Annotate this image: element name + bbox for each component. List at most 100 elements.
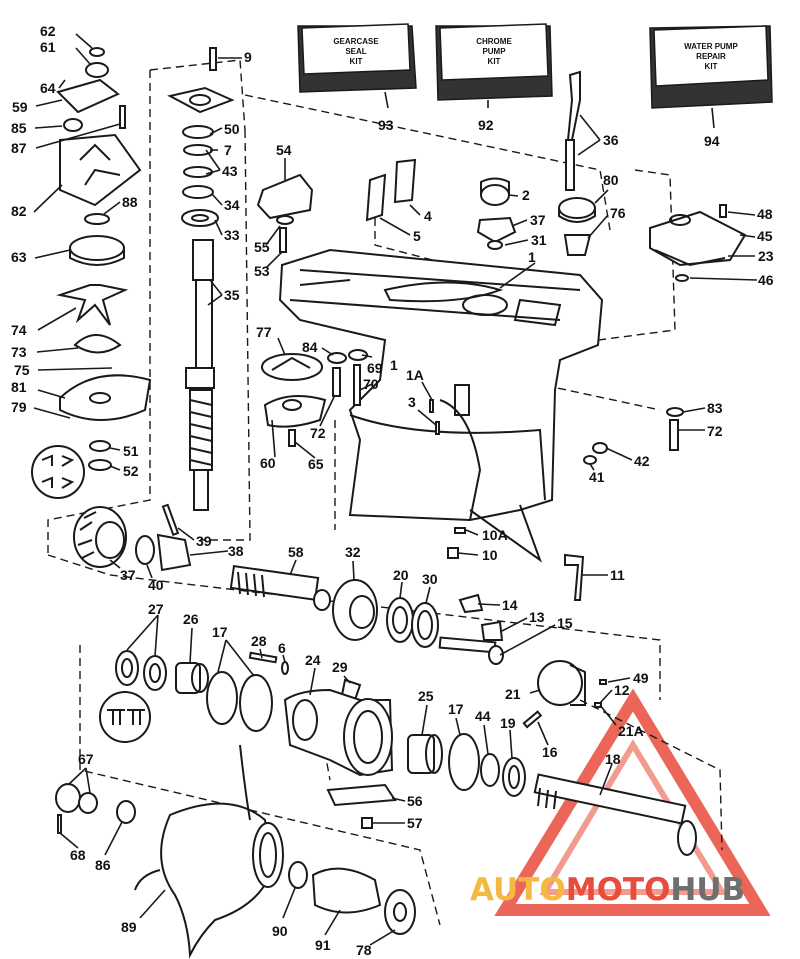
callout-68: 68 — [70, 847, 86, 863]
callout-35: 35 — [224, 287, 240, 303]
callout-10a: 10A — [482, 527, 508, 543]
callout-24: 24 — [305, 652, 321, 668]
callout-92: 92 — [478, 117, 494, 133]
gearcase-housing — [278, 248, 604, 563]
callout-10: 10 — [482, 547, 498, 563]
callout-85: 85 — [11, 120, 27, 136]
callout-21a: 21A — [618, 723, 644, 739]
kit-label-line: PUMP — [482, 47, 506, 56]
callout-77: 77 — [256, 324, 272, 340]
shift-plate-parts — [261, 349, 368, 447]
callout-48: 48 — [757, 206, 773, 222]
water-pump-parts — [56, 47, 152, 471]
callout-9: 9 — [244, 49, 252, 65]
callout-37: 37 — [120, 567, 136, 583]
kit-label-line: SEAL — [345, 47, 366, 56]
callout-39: 39 — [196, 533, 212, 549]
callout-49: 49 — [633, 670, 649, 686]
callout-62: 62 — [40, 23, 56, 39]
callout-72: 72 — [707, 423, 723, 439]
callout-41: 41 — [589, 469, 605, 485]
bearing-carrier-24 — [283, 688, 394, 777]
callout-84: 84 — [302, 339, 318, 355]
callout-46: 46 — [758, 272, 774, 288]
callout-21: 21 — [505, 686, 521, 702]
callout-89: 89 — [121, 919, 137, 935]
callout-80: 80 — [603, 172, 619, 188]
callout-1a: 1A — [406, 367, 424, 383]
callout-33: 33 — [224, 227, 240, 243]
callout-2: 2 — [522, 187, 530, 203]
callout-50: 50 — [224, 121, 240, 137]
kit-box-water-pump-repair: WATER PUMP REPAIR KIT — [649, 25, 773, 109]
callout-55: 55 — [254, 239, 270, 255]
callout-73: 73 — [11, 344, 27, 360]
clutch-parts — [438, 593, 607, 729]
pinion-gear-32 — [332, 579, 439, 648]
callout-23: 23 — [758, 248, 774, 264]
callout-16: 16 — [542, 744, 558, 760]
callout-64: 64 — [40, 80, 56, 96]
kit-label-line: KIT — [488, 57, 501, 66]
callout-51: 51 — [123, 443, 139, 459]
callout-15: 15 — [557, 615, 573, 631]
callout-53: 53 — [254, 263, 270, 279]
callout-60: 60 — [260, 455, 276, 471]
kit-label-line: GEARCASE — [333, 37, 379, 46]
callout-17: 17 — [448, 701, 464, 717]
callout-56: 56 — [407, 793, 423, 809]
callout-17: 17 — [212, 624, 228, 640]
callout-13: 13 — [529, 609, 545, 625]
callout-37: 37 — [530, 212, 546, 228]
callout-28: 28 — [251, 633, 267, 649]
watermark-part: AUTO — [470, 872, 566, 908]
callout-83: 83 — [707, 400, 723, 416]
callout-38: 38 — [228, 543, 244, 559]
callout-86: 86 — [95, 857, 111, 873]
callout-32: 32 — [345, 544, 361, 560]
callout-70: 70 — [363, 376, 379, 392]
callout-26: 26 — [183, 611, 199, 627]
callout-6: 6 — [278, 640, 286, 656]
kit-box-gearcase-seal: GEARCASE SEAL KIT — [297, 23, 417, 93]
propeller-shaft-18 — [533, 773, 697, 856]
kit-label-line: CHROME — [476, 37, 512, 46]
seal-detail-inset — [31, 445, 85, 499]
leader-lines — [33, 33, 758, 946]
callout-19: 19 — [500, 715, 516, 731]
kit-label-line: KIT — [350, 57, 363, 66]
callout-42: 42 — [634, 453, 650, 469]
seal-detail-inset-27 — [99, 691, 151, 743]
callout-65: 65 — [308, 456, 324, 472]
callout-34: 34 — [224, 197, 240, 213]
callout-40: 40 — [148, 577, 164, 593]
callout-1: 1 — [390, 357, 398, 373]
callout-76: 76 — [610, 205, 626, 221]
callout-11: 11 — [610, 567, 625, 583]
callout-58: 58 — [288, 544, 304, 560]
carrier-lower-parts — [326, 733, 526, 829]
shaft-washers — [181, 125, 219, 227]
callout-94: 94 — [704, 133, 720, 149]
watermark-part: MOTO — [565, 872, 671, 908]
kit-label-line: WATER PUMP — [684, 42, 738, 51]
callout-43: 43 — [222, 163, 238, 179]
callout-30: 30 — [422, 571, 438, 587]
callout-52: 52 — [123, 463, 139, 479]
kit-box-chrome-pump: CHROME PUMP KIT — [435, 23, 553, 101]
upper-right-parts — [256, 70, 747, 282]
callout-27: 27 — [148, 601, 164, 617]
callout-91: 91 — [315, 937, 331, 953]
callout-labels: 1 1 1A 2 3 4 5 6 7 9 10 10A 11 12 13 14 … — [11, 23, 774, 958]
callout-7: 7 — [224, 142, 232, 158]
callout-29: 29 — [332, 659, 348, 675]
bearing-housing-50 — [167, 47, 235, 114]
callout-61: 61 — [40, 39, 56, 55]
callout-93: 93 — [378, 117, 394, 133]
callout-81: 81 — [11, 379, 27, 395]
drive-shaft — [185, 239, 215, 511]
callout-57: 57 — [407, 815, 423, 831]
callout-5: 5 — [413, 228, 421, 244]
callout-72: 72 — [310, 425, 326, 441]
callout-20: 20 — [393, 567, 409, 583]
